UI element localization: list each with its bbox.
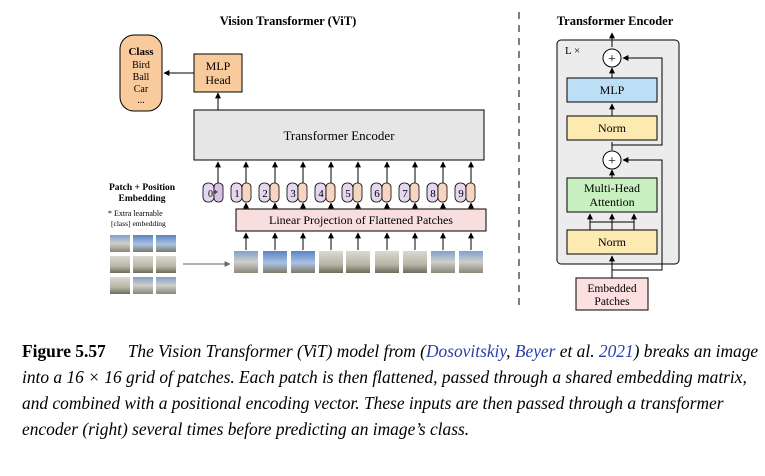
- plus-label: +: [608, 52, 616, 67]
- class-item: ...: [137, 95, 145, 106]
- vit-diagram: Vision Transformer (ViT) Class Bird Ball…: [108, 12, 680, 311]
- embedding-label: Patch + Position: [109, 183, 176, 193]
- mlp-head-label: MLP: [206, 59, 231, 73]
- token-label: 0*: [208, 189, 218, 200]
- token-label: 5: [345, 188, 351, 200]
- caption-text: ,: [506, 341, 515, 361]
- extra-note: [class] embedding: [111, 219, 166, 228]
- linear-projection-label: Linear Projection of Flattened Patches: [269, 213, 453, 227]
- image-patch-grid: [110, 235, 176, 294]
- repeat-label: L ×: [565, 45, 580, 57]
- attention-label: Attention: [589, 195, 634, 209]
- patch-strip: [234, 251, 483, 273]
- projection-arrows: [243, 202, 474, 209]
- attention-block: [566, 177, 658, 213]
- patch-arrows: [243, 232, 474, 250]
- extra-note: * Extra learnable: [108, 209, 163, 218]
- token-label: 7: [402, 188, 408, 200]
- qkv-arrows: [587, 213, 637, 230]
- token-arrows: [215, 161, 474, 183]
- residual-connection: [612, 157, 663, 271]
- token-label: 8: [430, 188, 436, 200]
- token-label: 6: [374, 188, 380, 200]
- attention-label: Multi-Head: [584, 181, 640, 195]
- class-item: Bird: [132, 60, 150, 71]
- figure-label: Figure 5.57: [22, 341, 106, 361]
- mlp-head-box: [193, 53, 243, 93]
- vit-title: Vision Transformer (ViT): [220, 14, 357, 28]
- transformer-encoder-label: Transformer Encoder: [283, 128, 395, 143]
- residual-add-node: [602, 48, 622, 68]
- embedded-label: Patches: [594, 296, 630, 308]
- embedded-patches-block: [575, 277, 649, 311]
- plus-label: +: [608, 154, 616, 169]
- figure-caption: Figure 5.57 The Vision Transformer (ViT) …: [22, 338, 760, 442]
- mlp-block: [566, 77, 658, 103]
- class-item: Ball: [133, 72, 150, 83]
- token-label: 9: [458, 188, 464, 200]
- mlp-label: MLP: [600, 83, 625, 97]
- caption-text: et al.: [555, 341, 599, 361]
- citation-link[interactable]: Beyer: [514, 341, 556, 361]
- token-label: 4: [318, 188, 324, 200]
- linear-projection-box: [235, 208, 487, 232]
- norm-block-top: [566, 115, 658, 141]
- class-title: Class: [128, 46, 154, 58]
- norm-label: Norm: [598, 121, 627, 135]
- caption-text: ) breaks an image into a 16 × 16 grid of…: [22, 341, 759, 439]
- token-label: 1: [234, 188, 240, 200]
- residual-connection: [611, 55, 663, 150]
- caption-text: The Vision Transformer (ViT) model from …: [127, 341, 426, 361]
- token-label: 3: [290, 188, 296, 200]
- norm-label: Norm: [598, 235, 627, 249]
- class-box: [119, 34, 163, 112]
- class-item: Car: [134, 84, 149, 95]
- position-tokens: 0* 1 2 3 4 5 6 7 8 9: [202, 182, 476, 203]
- transformer-encoder-box: [193, 109, 485, 161]
- residual-add-node: [602, 150, 622, 170]
- encoder-title: Transformer Encoder: [557, 14, 674, 28]
- citation-link[interactable]: Dosovitskiy: [425, 341, 507, 361]
- norm-block-bottom: [566, 229, 658, 255]
- embedded-label: Embedded: [587, 283, 636, 295]
- embedding-label: Embedding: [119, 194, 166, 204]
- mlp-head-label: Head: [205, 73, 230, 87]
- token-label: 2: [262, 188, 268, 200]
- citation-year-link[interactable]: 2021: [598, 341, 634, 361]
